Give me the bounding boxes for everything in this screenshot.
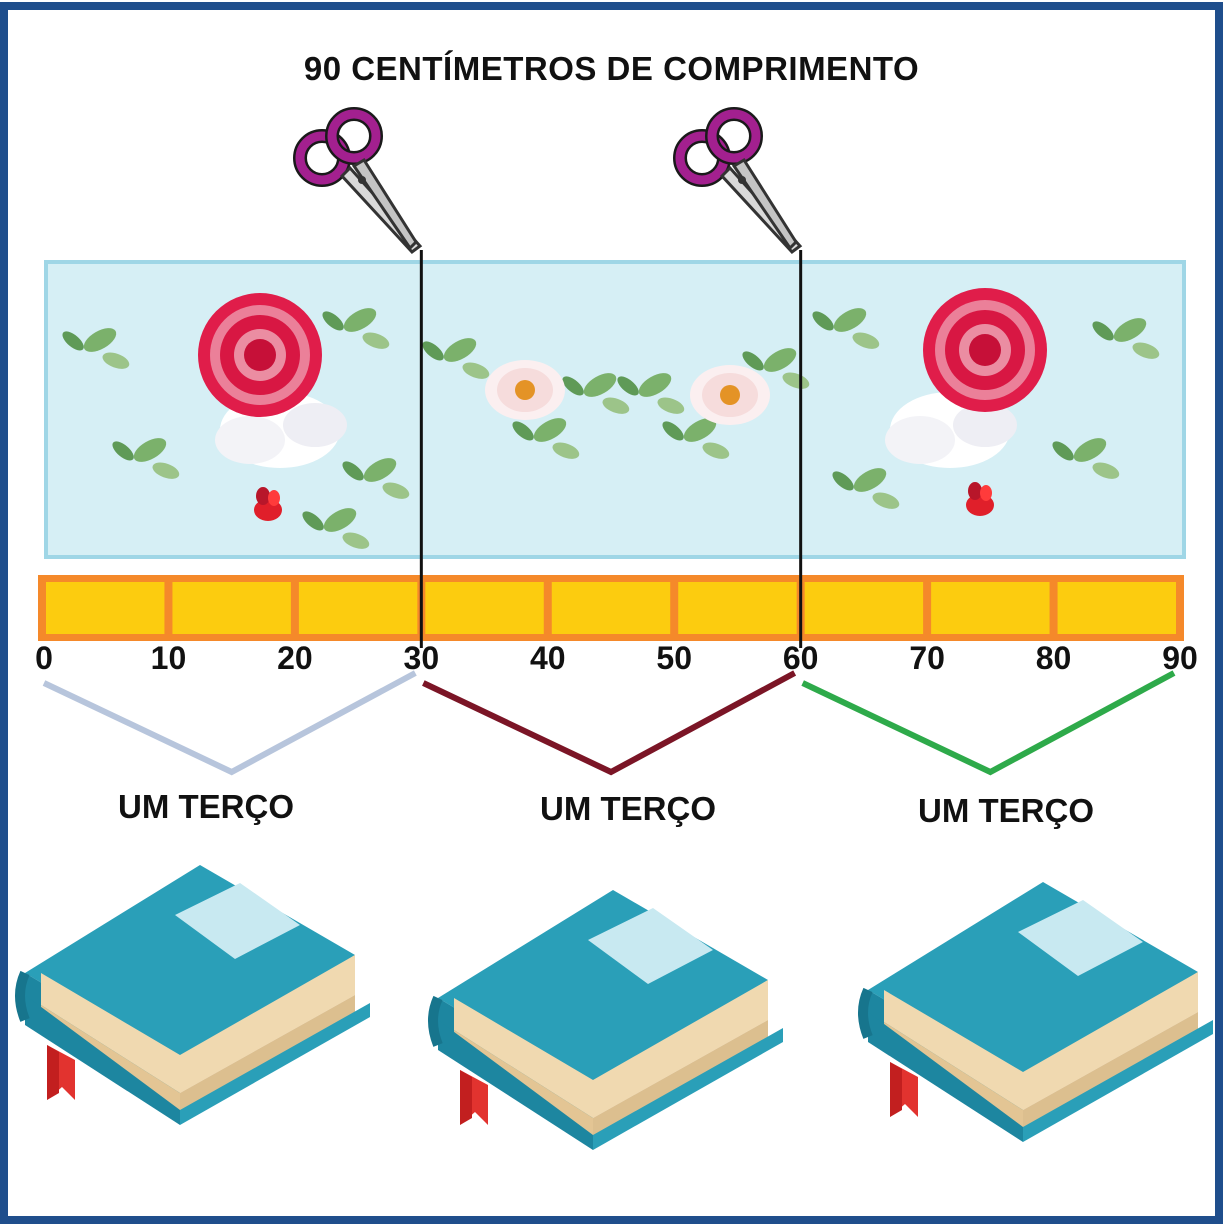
book-icon [20, 865, 370, 1125]
ruler-bar [38, 575, 1184, 641]
bracket-third-2 [422, 670, 797, 776]
ruler-segment [931, 582, 1050, 634]
book-icon [863, 882, 1213, 1142]
tick-label: 0 [35, 640, 53, 676]
thirds-brackets [42, 670, 1176, 776]
tick-label: 70 [909, 640, 945, 676]
book-icon [433, 890, 783, 1150]
tick-label: 50 [656, 640, 693, 676]
ruler-segment [46, 582, 165, 634]
ruler-segment [425, 582, 544, 634]
tick-label: 40 [529, 640, 566, 676]
tick-label: 30 [403, 640, 440, 676]
bracket-third-1 [42, 670, 417, 776]
page-title: 90 CENTÍMETROS DE COMPRIMENTO [303, 50, 920, 87]
ruler-segment [804, 582, 924, 634]
ruler-segment [1057, 582, 1176, 634]
tick-label: 60 [782, 640, 819, 676]
ruler-segment [678, 582, 797, 634]
scissors-icon [300, 114, 420, 252]
scissors-icon [680, 114, 800, 252]
cut-lines [419, 250, 803, 648]
tick-label: 80 [1035, 640, 1072, 676]
ruler-segment [298, 582, 418, 634]
tick-label: 10 [150, 640, 187, 676]
third-label-2: UM TERÇO [540, 790, 716, 827]
tick-label: 90 [1162, 640, 1198, 676]
ruler-segment [172, 582, 291, 634]
third-label-3: UM TERÇO [918, 792, 1094, 829]
bracket-third-3 [801, 670, 1176, 776]
ruler-segment [551, 582, 671, 634]
third-label-1: UM TERÇO [118, 788, 294, 825]
tick-label: 20 [277, 640, 313, 676]
